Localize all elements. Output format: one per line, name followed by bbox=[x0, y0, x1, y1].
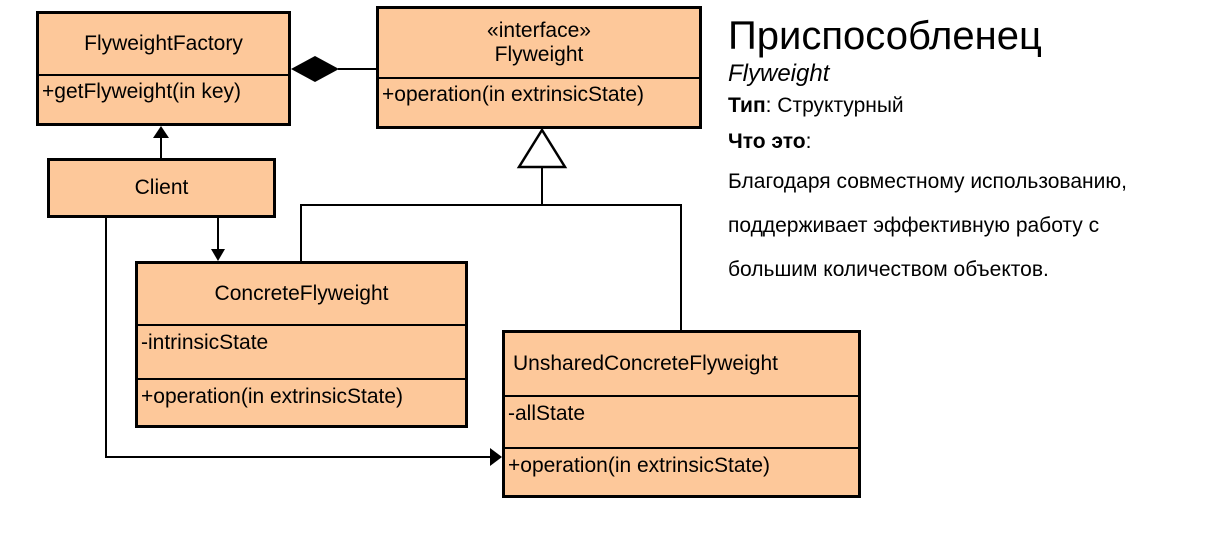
body-line: большим количеством объектов. bbox=[728, 258, 1049, 281]
what-suffix: : bbox=[805, 130, 812, 153]
class-attribute: -intrinsicState bbox=[138, 324, 465, 378]
pattern-subtitle: Flyweight bbox=[728, 60, 830, 87]
what-label: Что это bbox=[728, 130, 806, 153]
class-method: +operation(in extrinsicState) bbox=[505, 447, 858, 495]
realization-branch-line bbox=[300, 204, 682, 330]
class-name: FlyweightFactory bbox=[84, 32, 243, 55]
interface-method: +operation(in extrinsicState) bbox=[379, 77, 699, 126]
class-unshared-concrete-flyweight: UnsharedConcreteFlyweight -allState +ope… bbox=[502, 330, 861, 498]
composition-diamond-icon bbox=[291, 56, 339, 82]
class-name: UnsharedConcreteFlyweight bbox=[513, 352, 778, 375]
pattern-title: Приспособленец bbox=[728, 14, 1042, 58]
arrowhead-down-icon bbox=[211, 249, 225, 261]
class-method: +getFlyweight(in key) bbox=[39, 74, 288, 123]
interface-flyweight: «interface» Flyweight +operation(in extr… bbox=[376, 6, 702, 129]
class-attribute: -allState bbox=[505, 395, 858, 447]
pattern-body: Благодаря совместному использованию, под… bbox=[728, 160, 1214, 292]
client-unshared-line bbox=[105, 218, 490, 458]
interface-name: Flyweight bbox=[494, 43, 584, 66]
type-value: : Структурный bbox=[765, 94, 904, 117]
pattern-type: Тип: Структурный bbox=[728, 88, 1214, 124]
class-name: ConcreteFlyweight bbox=[214, 282, 389, 305]
interface-header: «interface» Flyweight bbox=[379, 9, 699, 77]
class-flyweight-factory: FlyweightFactory +getFlyweight(in key) bbox=[36, 11, 291, 126]
inheritance-triangle-icon bbox=[516, 127, 568, 169]
arrowhead-right-icon bbox=[490, 448, 502, 466]
type-label: Тип bbox=[728, 94, 766, 117]
stereotype-label: «interface» bbox=[487, 19, 591, 42]
arrowhead-up-icon bbox=[153, 126, 169, 138]
body-line: поддерживает эффективную работу с bbox=[728, 214, 1100, 237]
class-client: Client bbox=[47, 158, 276, 218]
class-name: Client bbox=[134, 176, 189, 199]
class-concrete-flyweight: ConcreteFlyweight -intrinsicState +opera… bbox=[135, 261, 468, 428]
pattern-what: Что это: bbox=[728, 124, 1214, 160]
pattern-description: Приспособленец Flyweight Тип: Структурны… bbox=[728, 12, 1214, 292]
body-line: Благодаря совместному использованию, bbox=[728, 170, 1127, 193]
class-method: +operation(in extrinsicState) bbox=[138, 378, 465, 425]
